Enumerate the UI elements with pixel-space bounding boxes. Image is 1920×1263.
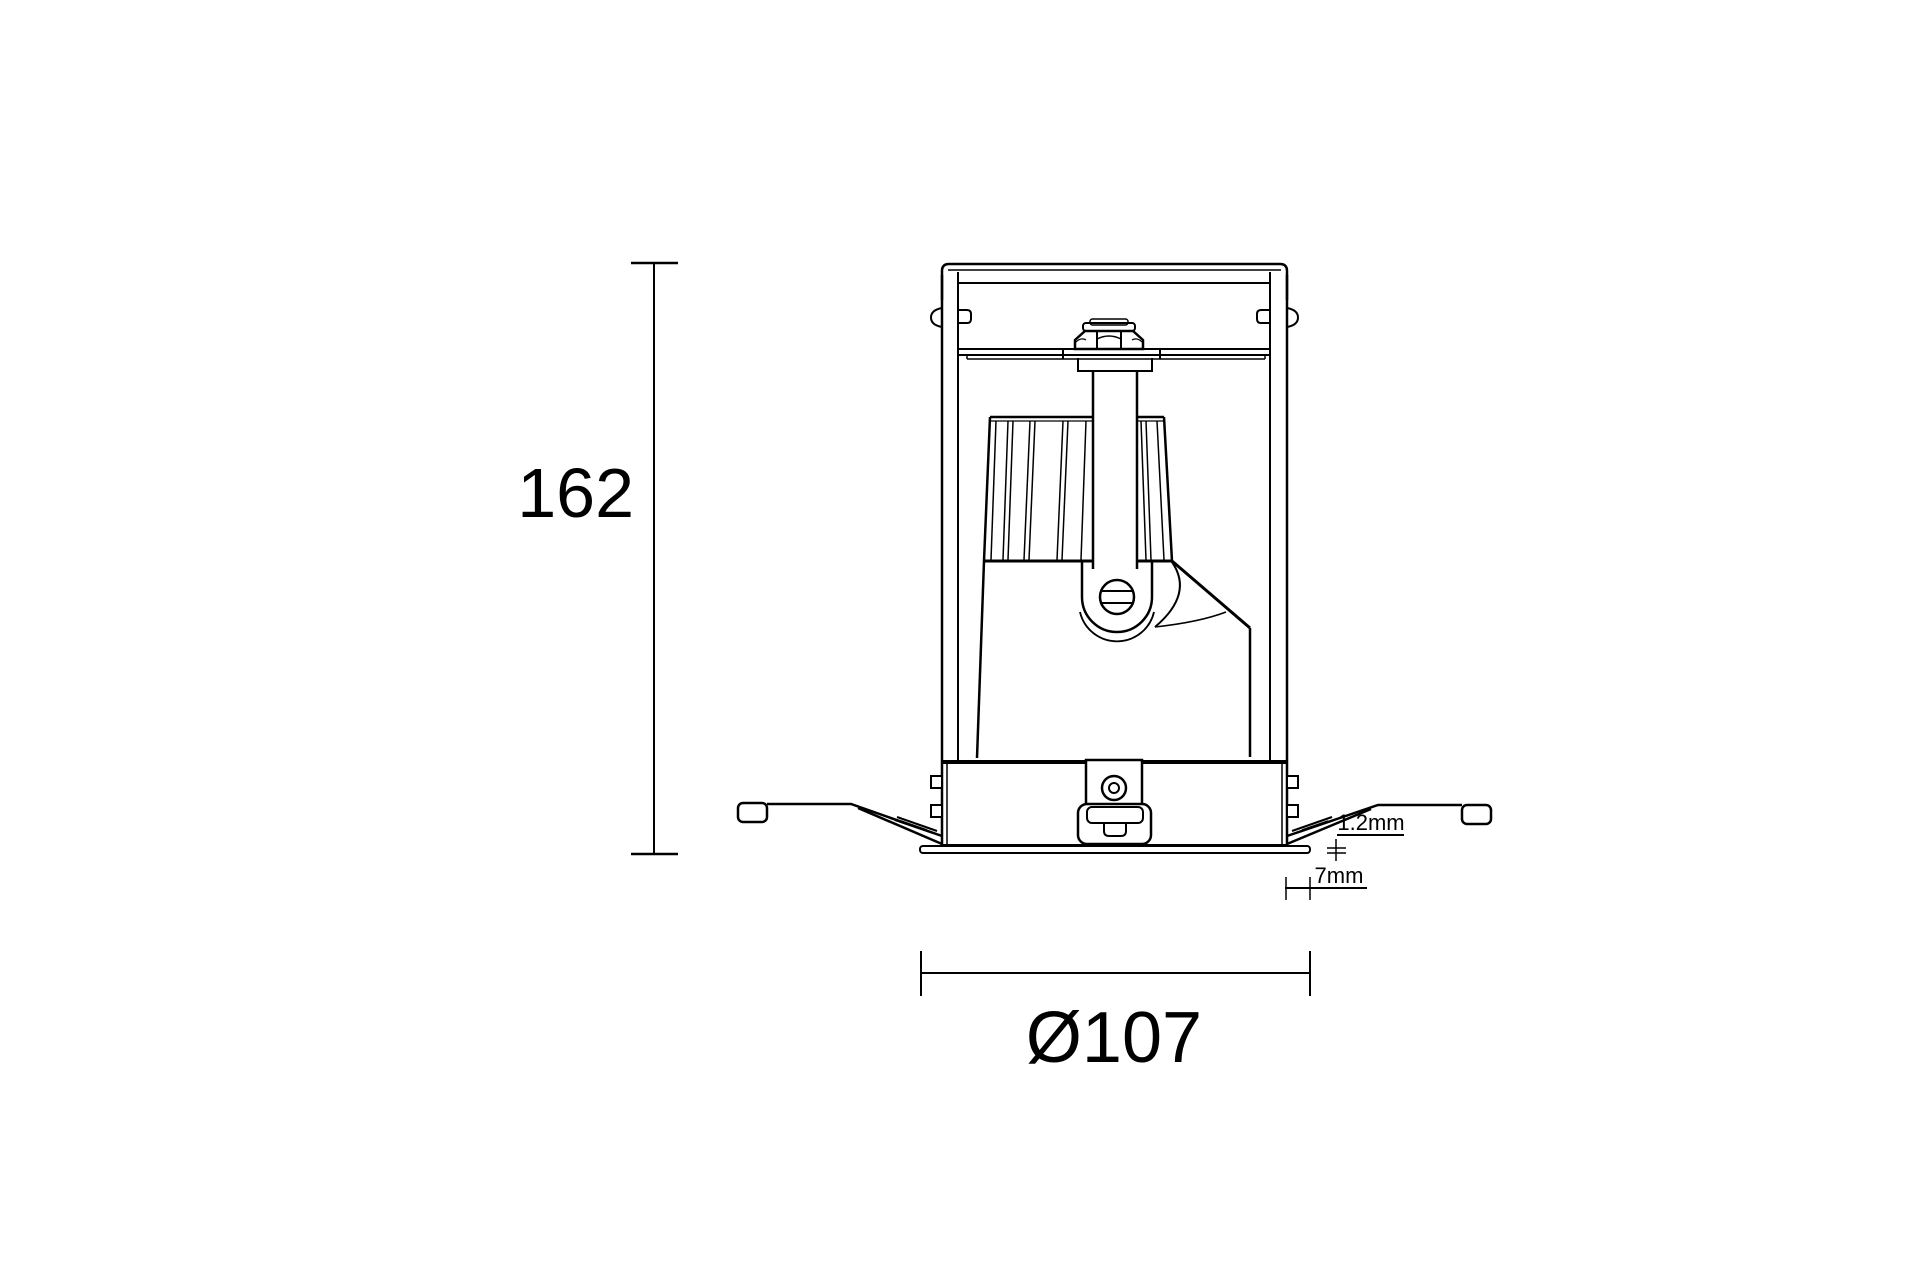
- heatsink-edge-left: [982, 416, 992, 562]
- mounting-rail: [958, 348, 1270, 360]
- fixture-frame: [929, 262, 1300, 845]
- yoke-outline: [1080, 561, 1154, 634]
- yoke-outer-arc: [1079, 611, 1155, 643]
- flange-overhang-label: 7mm: [1315, 863, 1364, 888]
- housing-tab-right-lower: [1286, 804, 1299, 818]
- arm-right-bottom-edge: [1286, 807, 1372, 846]
- frame-side-bump-right: [1286, 307, 1300, 328]
- dimension-overall-height: 162: [517, 261, 678, 856]
- spring-arm-left: [736, 801, 943, 846]
- cable-clamp-notch: [1103, 823, 1127, 837]
- arm-left-end-cap: [736, 801, 769, 824]
- heatsink-fins: [990, 420, 1165, 561]
- flange-thickness-label: 1.2mm: [1337, 810, 1404, 835]
- pivot-screw-circle: [1098, 578, 1136, 616]
- cable-clamp-inner: [1086, 806, 1144, 824]
- diameter-dimension-label: Ø107: [1026, 998, 1202, 1078]
- dimension-cutout-diameter: Ø107: [920, 951, 1311, 1078]
- spring-arm-right: [1286, 803, 1493, 846]
- body-edge-left: [975, 560, 986, 759]
- arm-right-end-cap: [1460, 803, 1493, 826]
- annotation-flange-thickness: 1.2mm: [1327, 810, 1405, 861]
- pivot-yoke: [1079, 561, 1155, 643]
- heatsink-edge-right: [1162, 416, 1174, 562]
- nut-facet-arc-left: [1075, 338, 1087, 343]
- nut-body: [1073, 329, 1145, 351]
- housing-tab-left-lower: [930, 804, 943, 818]
- stem: [1091, 371, 1139, 569]
- body-flap-curve: [1154, 561, 1181, 628]
- trim-flange-plate: [919, 845, 1311, 854]
- frame-top-plate: [940, 262, 1289, 300]
- frame-inner-tab-left: [958, 309, 972, 324]
- frame-side-bump-left: [929, 307, 943, 328]
- lamp-body: [975, 559, 1252, 759]
- arm-left-bottom-edge: [857, 806, 943, 846]
- stem-collar: [1077, 358, 1153, 372]
- housing: [930, 758, 1299, 846]
- arm-left-top-edge: [767, 802, 943, 838]
- nut-facet-arc-center: [1096, 335, 1122, 340]
- nut-facet-arc-right: [1131, 338, 1143, 343]
- frame-inner-tab-right: [1256, 309, 1270, 324]
- heatsink: [982, 415, 1174, 563]
- arm-right-slot: [1291, 816, 1335, 834]
- trim-flange: [919, 845, 1311, 854]
- hex-nut: [1073, 318, 1153, 372]
- body-bevel-right: [1171, 559, 1251, 630]
- height-dimension-label: 162: [517, 454, 634, 532]
- housing-tab-right-upper: [1286, 775, 1299, 789]
- arm-left-slot: [894, 816, 938, 834]
- body-flap-lower-edge: [1154, 611, 1227, 628]
- annotation-flange-overhang: 7mm: [1285, 863, 1367, 900]
- housing-tab-left-upper: [930, 775, 943, 789]
- housing-screw-inner: [1108, 782, 1120, 794]
